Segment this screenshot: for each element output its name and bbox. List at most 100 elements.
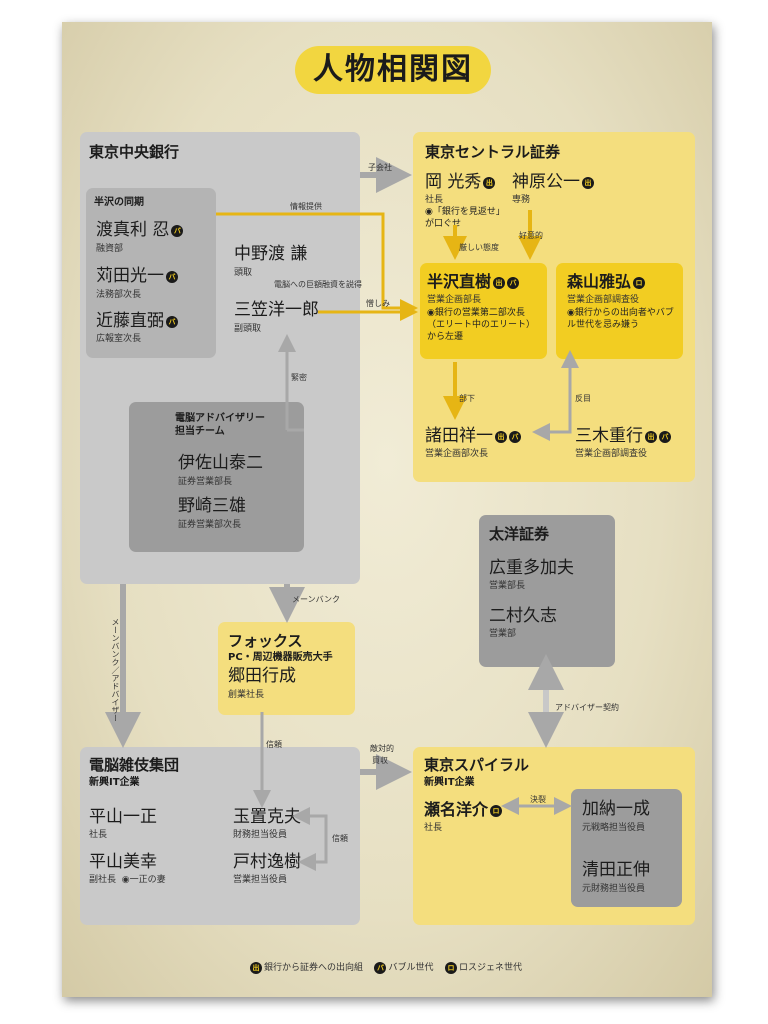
oka-note: ◉「銀行を見返せ」が口ぐせ: [425, 207, 505, 229]
label-nikushimi: 憎しみ: [366, 299, 390, 308]
shukko-badge-icon: 出: [495, 430, 507, 443]
label-joho: 情報提供: [290, 202, 322, 211]
morota-name: 諸田祥一出バ: [425, 426, 521, 446]
nakanowatari-name: 中野渡 謙: [234, 244, 308, 264]
tamaoki-role: 財務担当役員: [233, 830, 288, 840]
kano-role: 元戦略担当役員: [582, 823, 646, 833]
moriyama-box: [556, 263, 683, 359]
bubble-badge-icon: バ: [166, 270, 178, 283]
goda-role: 創業社長: [228, 690, 265, 700]
shukko-badge-icon: 出: [250, 961, 262, 974]
hirayama-kazumasa-name: 平山一正: [89, 807, 157, 827]
moriyama-note: ◉銀行からの出向者やバブル世代を忌み嫌う: [567, 308, 674, 330]
team-title-1: 電脳アドバイザリー: [175, 413, 265, 424]
karita-name: 苅田光一バ: [96, 266, 178, 286]
bubble-badge-icon: バ: [166, 315, 178, 328]
bubble-badge-icon: バ: [374, 961, 387, 974]
hirayama-kazumasa-role: 社長: [89, 830, 108, 840]
isayama-name: 伊佐山泰二: [178, 453, 263, 473]
tomura-name: 戸村逸樹: [233, 852, 301, 872]
mikasa-role: 副頭取: [234, 324, 262, 334]
legend: 出銀行から証券への出向組 ババブル世代 ロロスジェネ世代: [250, 960, 522, 974]
label-hanmoku: 反目: [575, 394, 591, 403]
team-title-2: 担当チーム: [175, 426, 225, 437]
kondo-role: 広報室次長: [96, 334, 142, 344]
fox-subtitle: PC・周辺機器販売大手: [228, 652, 333, 663]
sena-name: 瀬名洋介ロ: [424, 800, 503, 820]
hiroshige-role: 営業部長: [489, 581, 526, 591]
miki-name: 三木重行出バ: [575, 426, 671, 446]
fox-title: フォックス: [228, 632, 303, 650]
tomari-name: 渡真利 忍バ: [96, 220, 184, 240]
page-title: 人物相関図: [295, 46, 491, 94]
tomura-role: 営業担当役員: [233, 875, 288, 885]
lost-gen-badge-icon: ロ: [633, 276, 646, 289]
miki-role: 営業企画部調査役: [575, 449, 648, 459]
denno-advisory-team-box: [129, 402, 304, 552]
kondo-name: 近藤直弼バ: [96, 311, 178, 331]
moriyama-name: 森山雅弘ロ: [567, 272, 646, 292]
label-kogaisha: 子会社: [368, 163, 392, 172]
doki-title: 半沢の同期: [94, 197, 144, 208]
isayama-role: 証券営業部長: [178, 477, 233, 487]
oka-name: 岡 光秀出: [425, 172, 496, 192]
oka-role: 社長: [425, 195, 444, 205]
shukko-badge-icon: 出: [483, 176, 496, 189]
taiyo-securities-box: [479, 515, 615, 667]
kanbara-role: 専務: [512, 195, 531, 205]
hanzawa-name: 半沢直樹出バ: [427, 272, 520, 292]
mikasa-name: 三笠洋一郎: [234, 300, 319, 320]
legend-bubble: バブル世代: [388, 963, 434, 973]
shukko-badge-icon: 出: [493, 276, 506, 289]
bubble-badge-icon: バ: [509, 430, 521, 443]
label-shinrai-1: 信頼: [266, 740, 282, 749]
goda-name: 郷田行成: [228, 666, 296, 686]
hirayama-miyuki-name: 平山美幸: [89, 852, 157, 872]
nakanowatari-role: 頭取: [234, 268, 253, 278]
taiyo-title: 太洋証券: [489, 525, 550, 543]
label-baishu: 買収: [372, 756, 388, 765]
former-executives-box: [571, 789, 682, 907]
shukko-badge-icon: 出: [645, 430, 657, 443]
hanzawa-note: ◉銀行の営業第二部次長（エリート中のエリート）から左遷: [427, 308, 536, 342]
label-kibishii: 厳しい態度: [459, 243, 499, 252]
label-buka: 部下: [459, 394, 475, 403]
label-mitsumitsu: 緊密: [291, 373, 307, 382]
kiyota-name: 清田正伸: [582, 860, 650, 880]
label-koiteki: 好意的: [519, 231, 543, 240]
kano-name: 加納一成: [582, 799, 650, 819]
label-advisor: アドバイザー契約: [555, 703, 619, 712]
label-tekitaiteki: 敵対的: [370, 744, 394, 753]
hanzawa-doki-box: [86, 188, 216, 358]
morota-role: 営業企画部次長: [425, 449, 489, 459]
tokyo-chuo-bank-title: 東京中央銀行: [89, 143, 180, 161]
hirayama-miyuki-role: 副社長 ◉一正の妻: [89, 875, 166, 885]
label-ketsuretsu: 決裂: [530, 795, 546, 804]
bubble-badge-icon: バ: [507, 276, 520, 289]
legend-lost: ロスジェネ世代: [458, 963, 522, 973]
spiral-subtitle: 新興IT企業: [424, 777, 475, 788]
fox-box: [218, 622, 355, 715]
karita-role: 法務部次長: [96, 290, 142, 300]
nozaki-name: 野崎三雄: [178, 496, 246, 516]
bubble-badge-icon: バ: [659, 430, 671, 443]
hiroshige-name: 広重多加夫: [489, 558, 574, 578]
label-mainbank: メーンバンク: [292, 595, 340, 604]
lost-gen-badge-icon: ロ: [444, 961, 457, 974]
spiral-title: 東京スパイラル: [424, 756, 530, 774]
futamura-role: 営業部: [489, 629, 517, 639]
label-yudan: 電脳への巨額融資を説得: [274, 280, 362, 289]
legend-shukko: 銀行から証券への出向組: [264, 963, 364, 973]
moriyama-role: 営業企画部調査役: [567, 295, 640, 305]
kiyota-role: 元財務担当役員: [582, 884, 646, 894]
lost-gen-badge-icon: ロ: [490, 804, 503, 817]
central-title: 東京セントラル証券: [425, 143, 561, 161]
hanzawa-role: 営業企画部長: [427, 295, 482, 305]
tomari-role: 融資部: [96, 244, 124, 254]
nozaki-role: 証券営業部次長: [178, 520, 242, 530]
label-shinrai-2: 信頼: [332, 834, 348, 843]
futamura-name: 二村久志: [489, 606, 557, 626]
sena-role: 社長: [424, 823, 443, 833]
kanbara-name: 神原公一出: [512, 172, 594, 192]
